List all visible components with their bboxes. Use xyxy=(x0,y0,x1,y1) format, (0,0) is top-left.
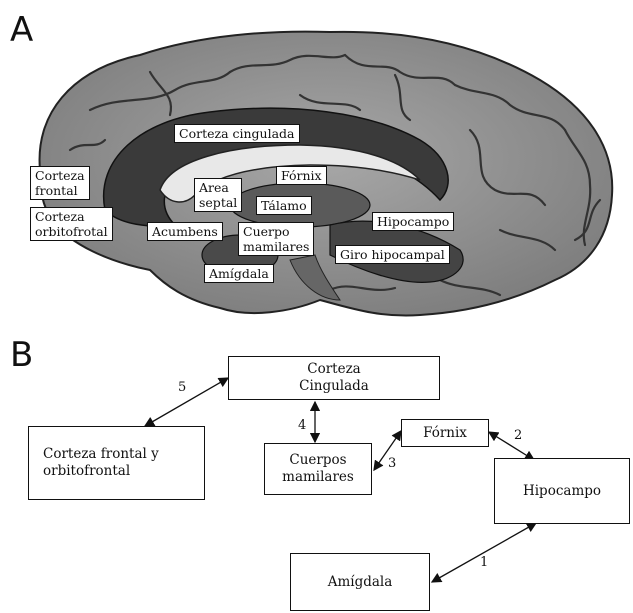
edge-number-4: 4 xyxy=(298,418,307,433)
label-acumbens: Acumbens xyxy=(147,222,223,241)
node-fornix-label: Fórnix xyxy=(423,424,467,441)
node-fornix: Fórnix xyxy=(401,419,489,447)
label-hipocampo: Hipocampo xyxy=(372,212,455,231)
node-corteza-frontal-line2: orbitofrontal xyxy=(43,463,131,479)
label-corteza-frontal: Corteza frontal xyxy=(30,166,90,200)
node-cuerpos-mamilares-line2: mamilares xyxy=(282,469,354,485)
label-area-septal-line2: septal xyxy=(199,195,238,210)
node-hipocampo: Hipocampo xyxy=(494,458,630,524)
label-corteza-cingulada: Corteza cingulada xyxy=(174,124,300,143)
label-area-septal-line1: Area xyxy=(199,180,229,195)
label-corteza-orbito-line2: orbitofrotal xyxy=(35,224,108,239)
label-cuerpo-mamilares: Cuerpo mamilares xyxy=(238,222,315,256)
node-corteza-frontal-orbitofrontal: Corteza frontal y orbitofrontal xyxy=(28,426,205,500)
panel-a-letter: A xyxy=(10,10,34,50)
label-corteza-orbito-line1: Corteza xyxy=(35,209,85,224)
label-fornix: Fórnix xyxy=(276,166,327,185)
brain-drawing xyxy=(38,30,614,317)
node-amigdala-label: Amígdala xyxy=(327,573,393,590)
arrow-3 xyxy=(373,429,402,472)
brain-illustration: Corteza cingulada Corteza frontal Cortez… xyxy=(30,30,614,317)
label-corteza-frontal-line2: frontal xyxy=(35,183,78,198)
edge-number-1: 1 xyxy=(480,555,489,570)
node-corteza-cingulada-line2: Cingulada xyxy=(299,378,369,394)
node-amigdala: Amígdala xyxy=(290,553,430,611)
edge-number-5: 5 xyxy=(178,380,187,395)
edge-number-3: 3 xyxy=(388,456,397,471)
arrow-2 xyxy=(487,431,536,461)
label-corteza-orbitofrontal: Corteza orbitofrotal xyxy=(30,207,113,241)
label-area-septal: Area septal xyxy=(194,178,243,212)
label-amigdala: Amígdala xyxy=(204,264,274,283)
panel-b-letter: B xyxy=(10,335,34,375)
arrow-5 xyxy=(143,377,230,427)
label-corteza-frontal-line1: Corteza xyxy=(35,168,85,183)
edge-number-2: 2 xyxy=(514,428,523,443)
label-talamo: Tálamo xyxy=(256,196,312,215)
label-giro-hipocampal: Giro hipocampal xyxy=(335,245,450,264)
label-cuerpo-mamilares-line2: mamilares xyxy=(243,239,310,254)
node-corteza-cingulada: Corteza Cingulada xyxy=(228,356,440,400)
label-cuerpo-mamilares-line1: Cuerpo xyxy=(243,224,290,239)
flow-arrows xyxy=(143,377,538,583)
arrow-1 xyxy=(430,522,538,583)
node-hipocampo-label: Hipocampo xyxy=(522,482,602,499)
node-cuerpos-mamilares-line1: Cuerpos xyxy=(289,452,347,468)
node-corteza-cingulada-line1: Corteza xyxy=(307,361,361,377)
node-cuerpos-mamilares: Cuerpos mamilares xyxy=(264,443,372,495)
node-corteza-frontal-line1: Corteza frontal y xyxy=(43,446,159,462)
